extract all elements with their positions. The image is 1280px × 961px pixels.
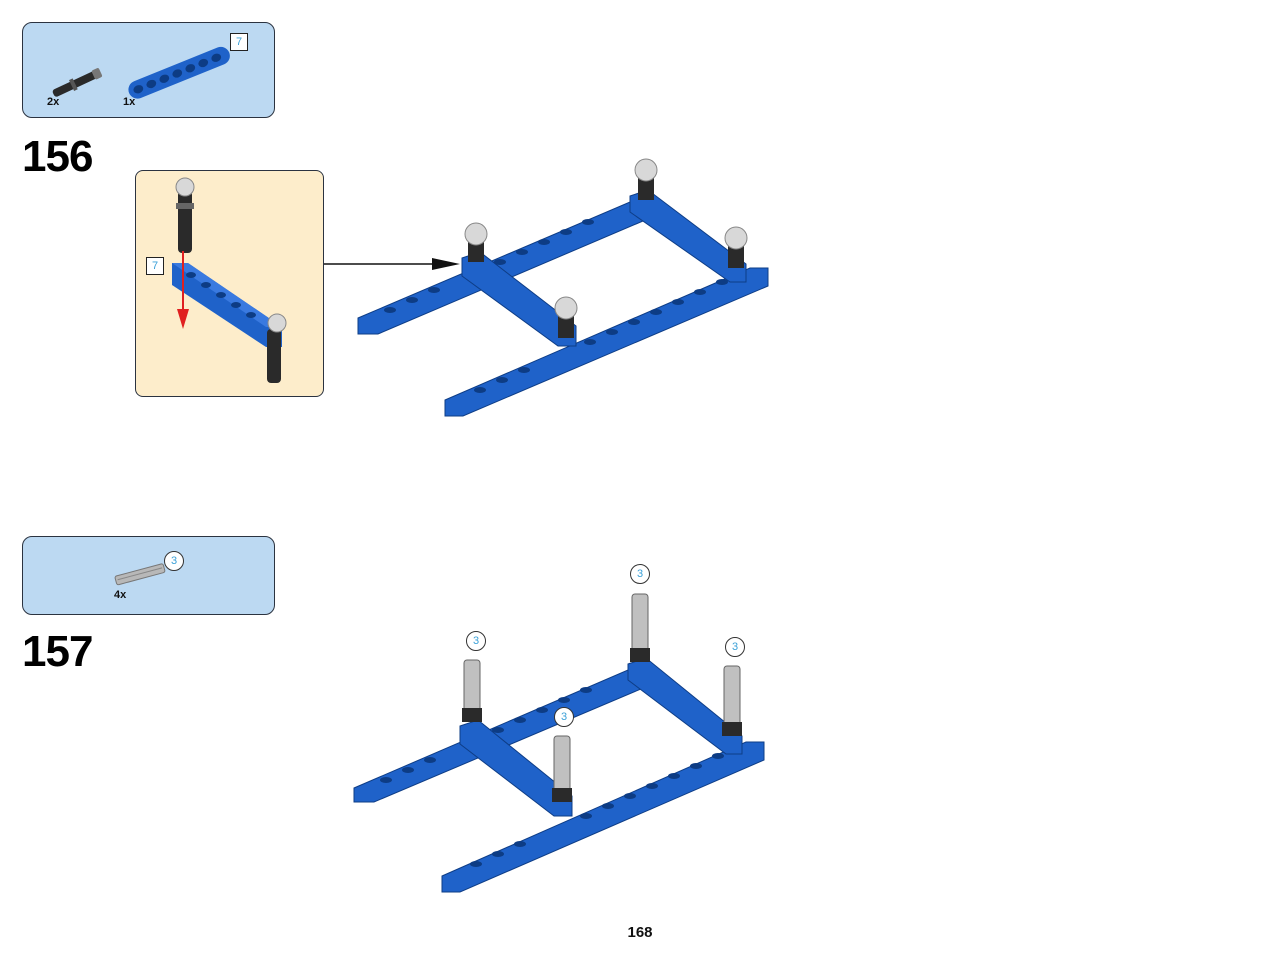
part-qty-beam: 1x — [123, 96, 136, 108]
callout-length-label: 7 — [146, 257, 164, 275]
beam-icon — [128, 46, 230, 99]
axle-length-label-2: 3 — [630, 564, 650, 584]
model-assembly-156 — [357, 158, 769, 417]
pin-icon — [52, 68, 103, 97]
part-qty-axle: 4x — [114, 589, 127, 601]
axle-icon — [114, 563, 166, 586]
callout-arrow — [324, 258, 460, 270]
axle-length-label-3: 3 — [725, 637, 745, 657]
parts-list-157: 4x 3 — [22, 536, 275, 615]
page-number: 168 — [627, 924, 653, 941]
step-number-157: 157 — [22, 627, 93, 676]
step-number-156: 156 — [22, 132, 93, 181]
beam-length-label: 7 — [230, 33, 248, 51]
axle-length-label-1: 3 — [466, 631, 486, 651]
axle-length-label: 3 — [164, 551, 184, 571]
parts-list-156: 2x 1x 7 — [22, 22, 275, 118]
arrow-icon — [177, 251, 189, 329]
callout-beam-icon — [172, 177, 287, 383]
part-qty-pin: 2x — [47, 96, 60, 108]
axle-length-label-4: 3 — [554, 707, 574, 727]
callout-156: 7 — [135, 170, 324, 397]
model-assembly-157 — [353, 593, 765, 893]
